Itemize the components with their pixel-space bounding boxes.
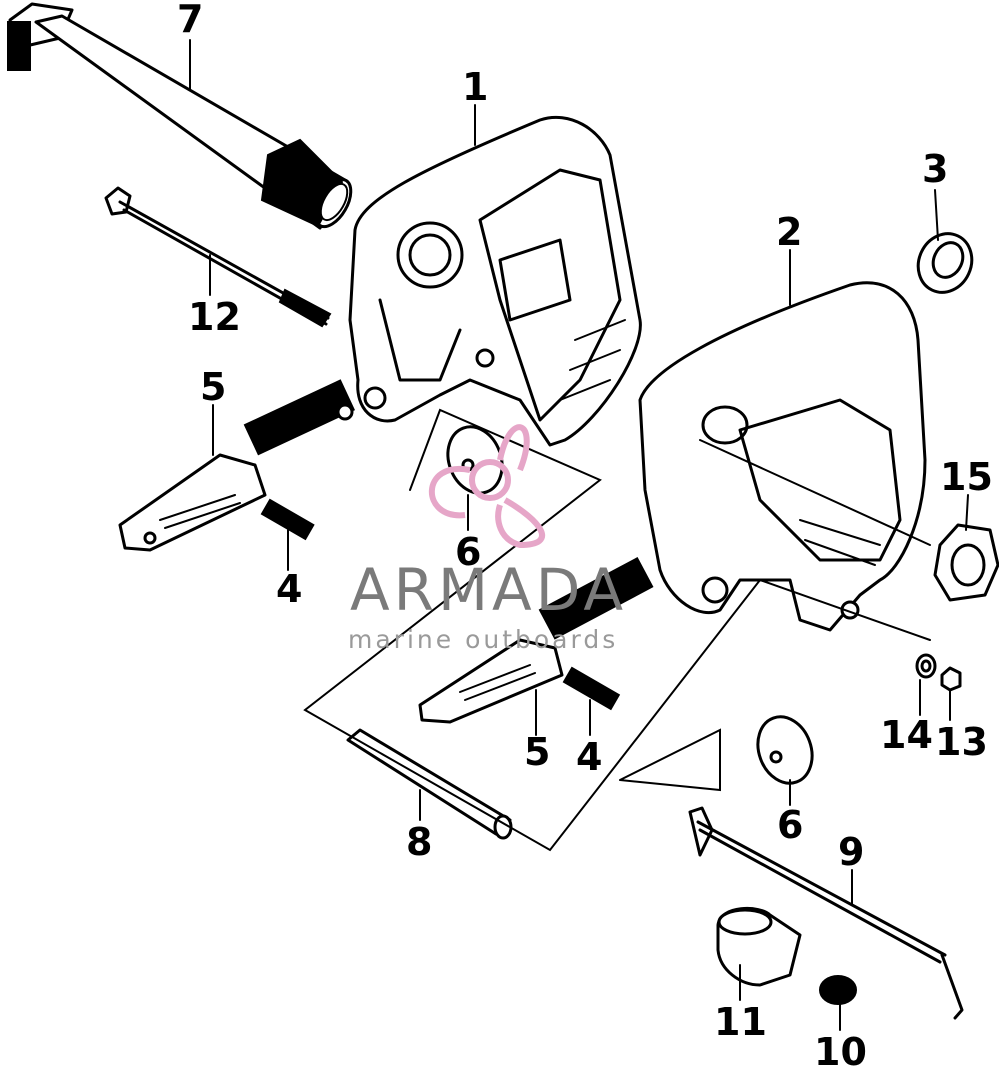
part-9-rod xyxy=(688,806,964,1020)
watermark-title: ARMADA xyxy=(350,556,627,624)
callout-10: 10 xyxy=(814,1030,867,1069)
callout-6-upper: 6 xyxy=(455,530,481,574)
callout-8: 8 xyxy=(406,820,432,864)
leader-lines xyxy=(189,39,969,1031)
part-1-clamp-bracket xyxy=(348,115,642,447)
callout-4-lower: 4 xyxy=(576,735,602,779)
assembly-lines xyxy=(303,408,931,852)
callout-4-upper: 4 xyxy=(276,567,302,611)
part-7-tube xyxy=(7,2,353,230)
part-6-disk-lower xyxy=(756,715,814,785)
callout-9: 9 xyxy=(838,830,864,874)
callout-2: 2 xyxy=(776,210,802,254)
part-10-spring xyxy=(819,975,857,1005)
callout-3: 3 xyxy=(922,147,948,191)
watermark-subtitle: marine outboards xyxy=(348,625,618,654)
part-5-lever-lower xyxy=(418,557,654,724)
part-14-washer xyxy=(915,653,937,679)
callout-1: 1 xyxy=(462,65,488,109)
callout-5-upper: 5 xyxy=(200,365,226,409)
callout-7: 7 xyxy=(177,0,203,41)
part-3-bushing xyxy=(916,232,974,294)
part-11-collar xyxy=(716,906,802,987)
part-13-nut xyxy=(940,666,962,692)
callout-6-lower: 6 xyxy=(777,803,803,847)
part-5-lever-upper xyxy=(118,379,356,552)
callout-5-lower: 5 xyxy=(524,730,550,774)
callout-11: 11 xyxy=(714,1000,767,1044)
part-4-spring-lower xyxy=(562,666,621,711)
callout-12: 12 xyxy=(188,295,241,339)
part-15-nut xyxy=(933,523,999,602)
watermark-logo xyxy=(428,424,545,549)
part-4-spring-upper xyxy=(260,498,315,541)
part-12-bolt xyxy=(104,186,332,328)
part-2-clamp-bracket xyxy=(638,281,927,632)
callout-15: 15 xyxy=(940,455,993,499)
callout-14: 14 xyxy=(880,713,933,757)
callout-13: 13 xyxy=(935,720,988,764)
